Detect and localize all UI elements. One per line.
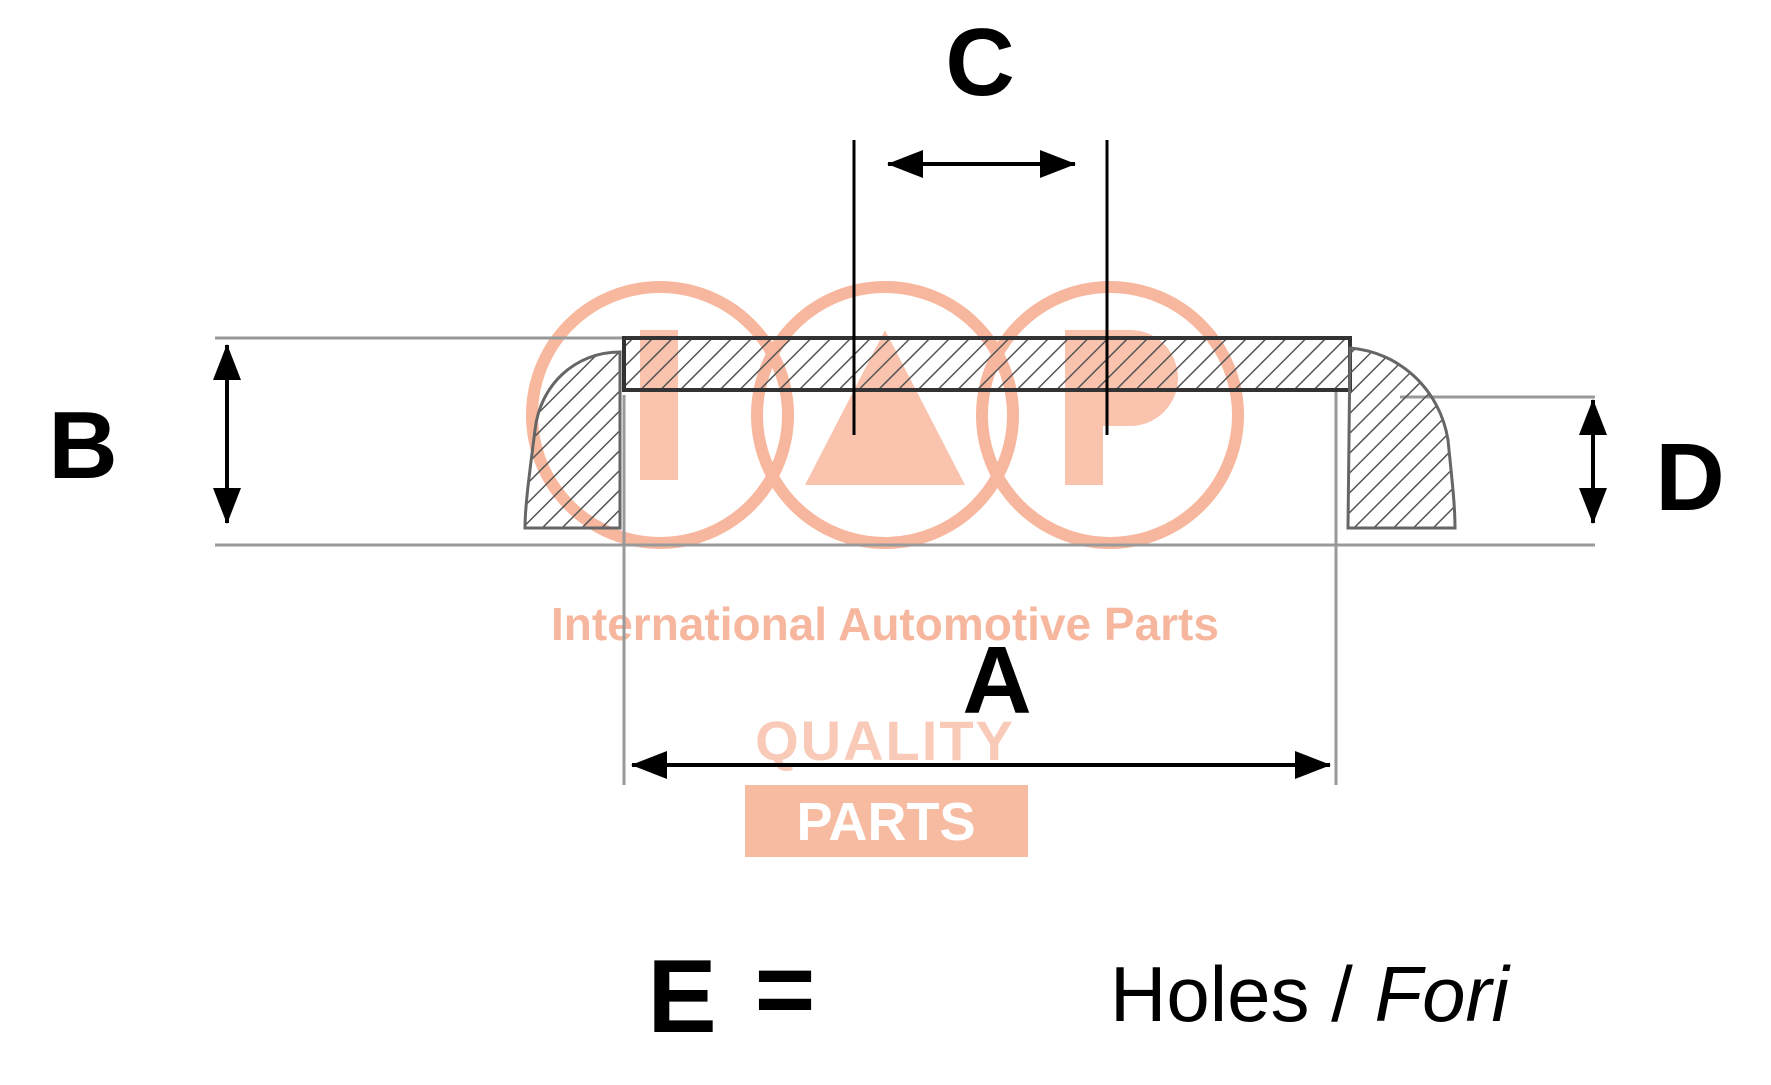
dim-label-d: D (1655, 424, 1724, 531)
dim-label-b: B (48, 392, 117, 499)
cap-left-flange (523, 350, 622, 530)
logo-circle-a (751, 281, 1019, 549)
legend-separator: / (1309, 950, 1374, 1038)
legend-equals: = (755, 932, 816, 1048)
legend-text: Holes / Fori (915, 950, 1661, 1038)
guide-lines (215, 336, 1595, 785)
legend-key: E (647, 939, 716, 1055)
cap-top-plate (622, 336, 1352, 392)
logo-letter-a (805, 330, 965, 485)
watermark-parts-box (745, 785, 1028, 857)
dim-label-c: C (945, 9, 1014, 116)
iap-logo-circles (526, 281, 1244, 549)
cap-cross-section (523, 336, 1457, 530)
legend-holes: Holes (1110, 950, 1309, 1038)
legend-fori: Fori (1374, 950, 1511, 1038)
cap-right-flange (1346, 346, 1457, 530)
legend: E = Holes / Fori (647, 932, 1661, 1055)
logo-circle-p (976, 281, 1244, 549)
dimension-arrows (213, 150, 1607, 779)
logo-circle-i (526, 281, 794, 549)
watermark-parts: PARTS (796, 792, 975, 852)
hole-center-lines (852, 140, 1109, 435)
watermark-tagline: International Automotive Parts (551, 598, 1219, 650)
dim-label-a: A (962, 627, 1031, 734)
